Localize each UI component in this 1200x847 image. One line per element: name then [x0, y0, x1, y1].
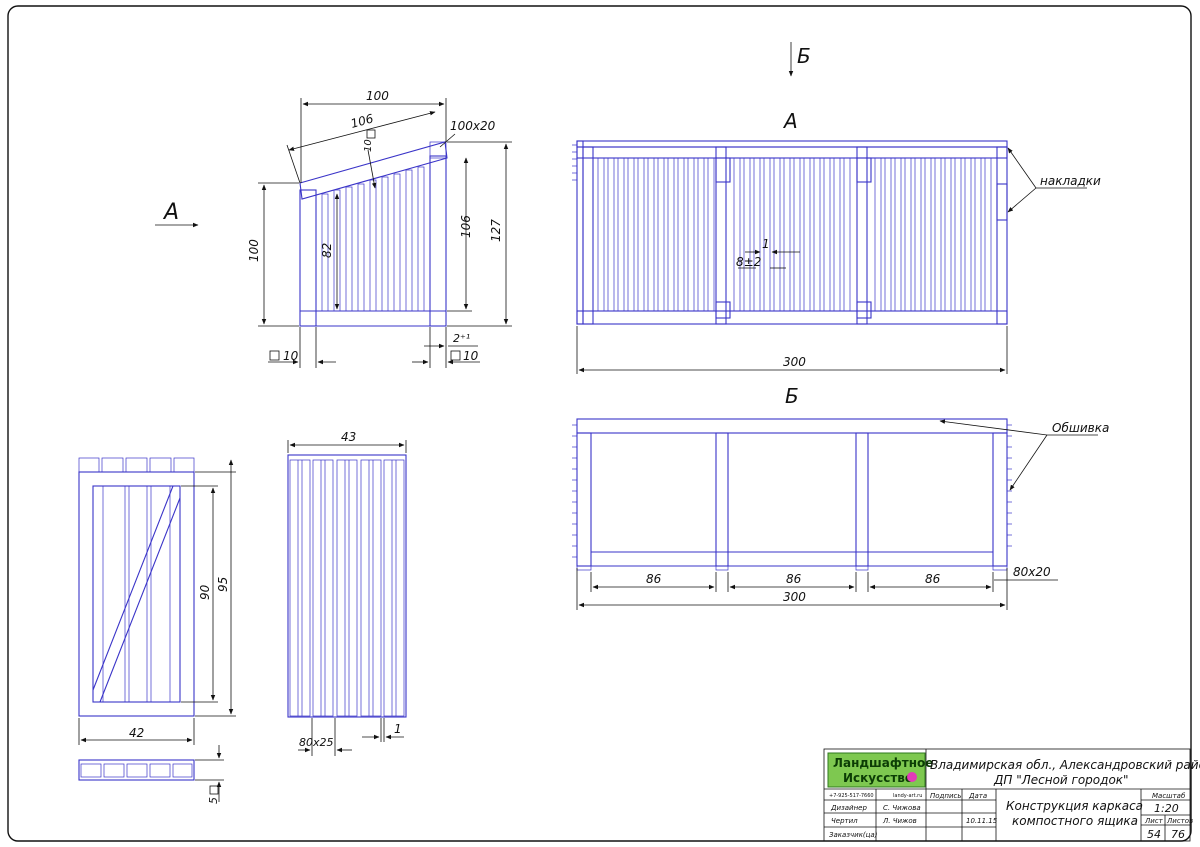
slat-view: 43 80х25 1 — [287, 430, 407, 756]
dim-span-2: 86 — [786, 572, 802, 586]
dim-total-height: 127 — [489, 219, 503, 242]
company-phone: +7-925-517-7660 — [829, 793, 874, 799]
dim-panel-inner: 90 — [198, 584, 212, 600]
sheet-number: 54 — [1147, 828, 1161, 841]
dim-top-width: 100 — [366, 89, 389, 103]
dim-roof-board: 100х20 — [450, 119, 496, 133]
logo-dot — [907, 772, 917, 782]
drawing-title-line-1: Конструкция каркаса — [1006, 799, 1143, 813]
left-post — [299, 189, 317, 327]
square-symbol-panel — [209, 785, 219, 795]
panel-view: 90 95 42 5 — [78, 457, 236, 804]
dim-slat-gap: 1 — [762, 237, 770, 251]
dim-slat-board: 80х25 — [299, 736, 334, 749]
front-view-title: А — [782, 109, 798, 133]
row-drafter-date: 10.11.15 — [966, 817, 998, 825]
sheets-label: Листов — [1166, 817, 1193, 825]
side-view: А 100 106 10 — [155, 89, 512, 368]
dim-top-total: 300 — [783, 590, 806, 604]
label-overlays: накладки — [1040, 174, 1101, 188]
roof-board — [299, 141, 448, 200]
section-marker-a: А — [162, 200, 179, 225]
top-view: Б Обшивка — [572, 384, 1109, 610]
side-slats — [321, 166, 425, 312]
row-designer-name: С. Чижова — [883, 804, 921, 812]
label-sheathing: Обшивка — [1052, 421, 1109, 435]
sheet-border — [7, 5, 1192, 842]
dim-sq-slope: 10 — [363, 139, 374, 152]
scale-value: 1:20 — [1154, 802, 1179, 815]
dim-gap: 2⁺¹ — [453, 332, 470, 345]
col-date: Дата — [968, 792, 987, 800]
dim-slat-width: 8±2 — [736, 255, 761, 269]
row-designer-role: Дизайнер — [830, 804, 867, 812]
dim-sq-left: 10 — [283, 349, 299, 363]
sheet-label: Лист — [1144, 817, 1164, 825]
company-site: landy-art.ru — [893, 793, 922, 799]
logo-line-2: Искусство — [843, 771, 913, 785]
row-drafter-name: Л. Чижов — [882, 817, 917, 825]
dim-panel-width: 42 — [129, 726, 144, 740]
dim-left-height: 100 — [247, 239, 261, 262]
company-logo — [827, 752, 926, 788]
dim-front-total: 300 — [783, 355, 806, 369]
front-view: Б А — [572, 42, 1101, 374]
dim-slat-pack-width: 43 — [341, 430, 356, 444]
square-symbol-left — [269, 350, 280, 361]
square-symbol-slope — [366, 129, 376, 139]
top-view-title: Б — [785, 384, 799, 408]
dim-panel-sq: 5 — [207, 797, 220, 804]
logo-line-1: Ландшафтное — [833, 756, 933, 770]
scale-label: Масштаб — [1152, 792, 1186, 800]
dim-mid-height: 82 — [320, 243, 334, 258]
dim-sq-right: 10 — [463, 349, 479, 363]
location-line-2: ДП "Лесной городок" — [993, 773, 1129, 787]
right-post — [429, 155, 447, 327]
dim-right-height: 106 — [459, 215, 473, 238]
location-line-1: Владимирская обл., Александровский район… — [930, 758, 1200, 772]
drawing-title-line-2: компостного ящика — [1012, 814, 1138, 828]
row-drafter-role: Чертил — [831, 817, 858, 825]
dim-slat-pack-gap: 1 — [394, 722, 402, 736]
dim-slope-len: 106 — [349, 111, 375, 131]
square-symbol-right — [450, 350, 461, 361]
sheets-total: 76 — [1171, 828, 1185, 841]
dim-panel-outer: 95 — [216, 577, 230, 592]
col-sign: Подпись — [930, 792, 962, 800]
front-slats — [597, 157, 992, 312]
section-marker-b: Б — [797, 44, 811, 68]
title-block: Ландшафтное Искусство +7-925-517-7660 la… — [823, 748, 1200, 842]
row-client-role: Заказчик(ца) — [829, 831, 878, 839]
dim-top-board: 80х20 — [1013, 565, 1051, 579]
dim-span-1: 86 — [646, 572, 662, 586]
dim-span-3: 86 — [925, 572, 941, 586]
